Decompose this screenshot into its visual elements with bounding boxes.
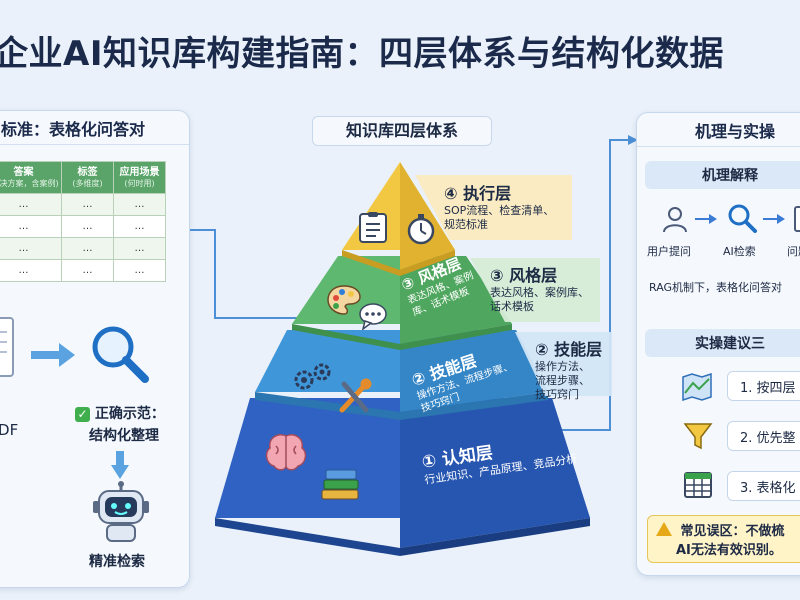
document-icon: [794, 206, 800, 232]
layer-style-label: ③ 风格层 表达风格、案例库、 话术模板: [490, 266, 589, 313]
flow-ai: AI检索: [723, 245, 756, 258]
table-row: ………: [0, 215, 166, 238]
speech-bubble-icon: [359, 303, 387, 330]
left-panel-header: 标准：表格化问答对: [0, 111, 189, 145]
gears-icon: [294, 363, 331, 390]
arrow-down-icon: [111, 451, 129, 479]
checklist-icon: [359, 212, 387, 243]
qa-table: 答案(解决方案，含案例) 标签(多维度) 应用场景(何时用) ……… ……… ……: [0, 161, 166, 282]
arrow-right-icon: [695, 214, 717, 224]
robot-icon: [93, 481, 149, 542]
warning-line-2: AI无法有效识别。: [676, 543, 782, 558]
pyramid-title: 知识库四层体系: [312, 116, 492, 146]
arrow-right-icon: [31, 343, 75, 367]
tip-step-3: 3. 表格化: [727, 471, 800, 501]
warning-box: 常见误区：不做梳 AI无法有效识别。: [647, 515, 800, 563]
document-icon: [0, 317, 14, 377]
map-icon: [682, 373, 712, 401]
layer-execution-label: ④ 执行层 SOP流程、检查清单、 规范标准: [444, 184, 555, 231]
correct-desc: 结构化整理: [89, 428, 159, 444]
tip-step-1: 1. 按四层: [727, 371, 800, 401]
rag-note: RAG机制下，表格化问答对: [649, 281, 783, 294]
table-icon: [684, 472, 712, 498]
warning-icon: [656, 522, 672, 536]
user-icon: [663, 207, 687, 233]
pdf-label: PDF: [0, 421, 19, 439]
left-panel: 标准：表格化问答对 答案(解决方案，含案例) 标签(多维度) 应用场景(何时用)…: [0, 110, 190, 588]
flow-user: 用户提问: [647, 245, 691, 258]
tools-icon: [339, 378, 372, 413]
table-row: ………: [0, 237, 166, 260]
robot-label: 精准检索: [89, 554, 145, 570]
layer-skill-label: ② 技能层 操作方法、 流程步骤、 技巧窍门: [535, 340, 603, 401]
stopwatch-icon: [407, 214, 435, 245]
right-panel: 机理与实操 机理解释 用户提问 AI检索 问题 RAG机制下，表格化问答对 实操…: [636, 112, 800, 576]
search-icon: [92, 326, 149, 383]
page-title: 企业AI知识库构建指南：四层体系与结构化数据: [0, 34, 724, 74]
magnifier-icon: [728, 204, 757, 233]
correct-example: ✓ 正确示范：: [75, 403, 165, 423]
warning-line-1: 常见误区：不做梳: [680, 524, 785, 539]
books-icon: [321, 469, 359, 500]
brain-icon: [265, 434, 307, 471]
tip-step-2: 2. 优先整: [727, 421, 800, 451]
mechanism-title: 机理解释: [645, 161, 800, 189]
table-header-row: 答案(解决方案，含案例) 标签(多维度) 应用场景(何时用): [0, 161, 166, 194]
table-header-scene: 应用场景(何时用): [113, 161, 166, 194]
table-row: ………: [0, 259, 166, 282]
arrow-right-icon: [763, 214, 785, 224]
right-panel-header: 机理与实操: [637, 113, 800, 147]
flow-question: 问题: [787, 245, 800, 258]
table-header-tag: 标签(多维度): [61, 161, 114, 194]
palette-icon: [327, 285, 361, 315]
funnel-icon: [683, 423, 713, 450]
check-icon: ✓: [75, 406, 90, 422]
tips-title: 实操建议三: [645, 329, 800, 357]
